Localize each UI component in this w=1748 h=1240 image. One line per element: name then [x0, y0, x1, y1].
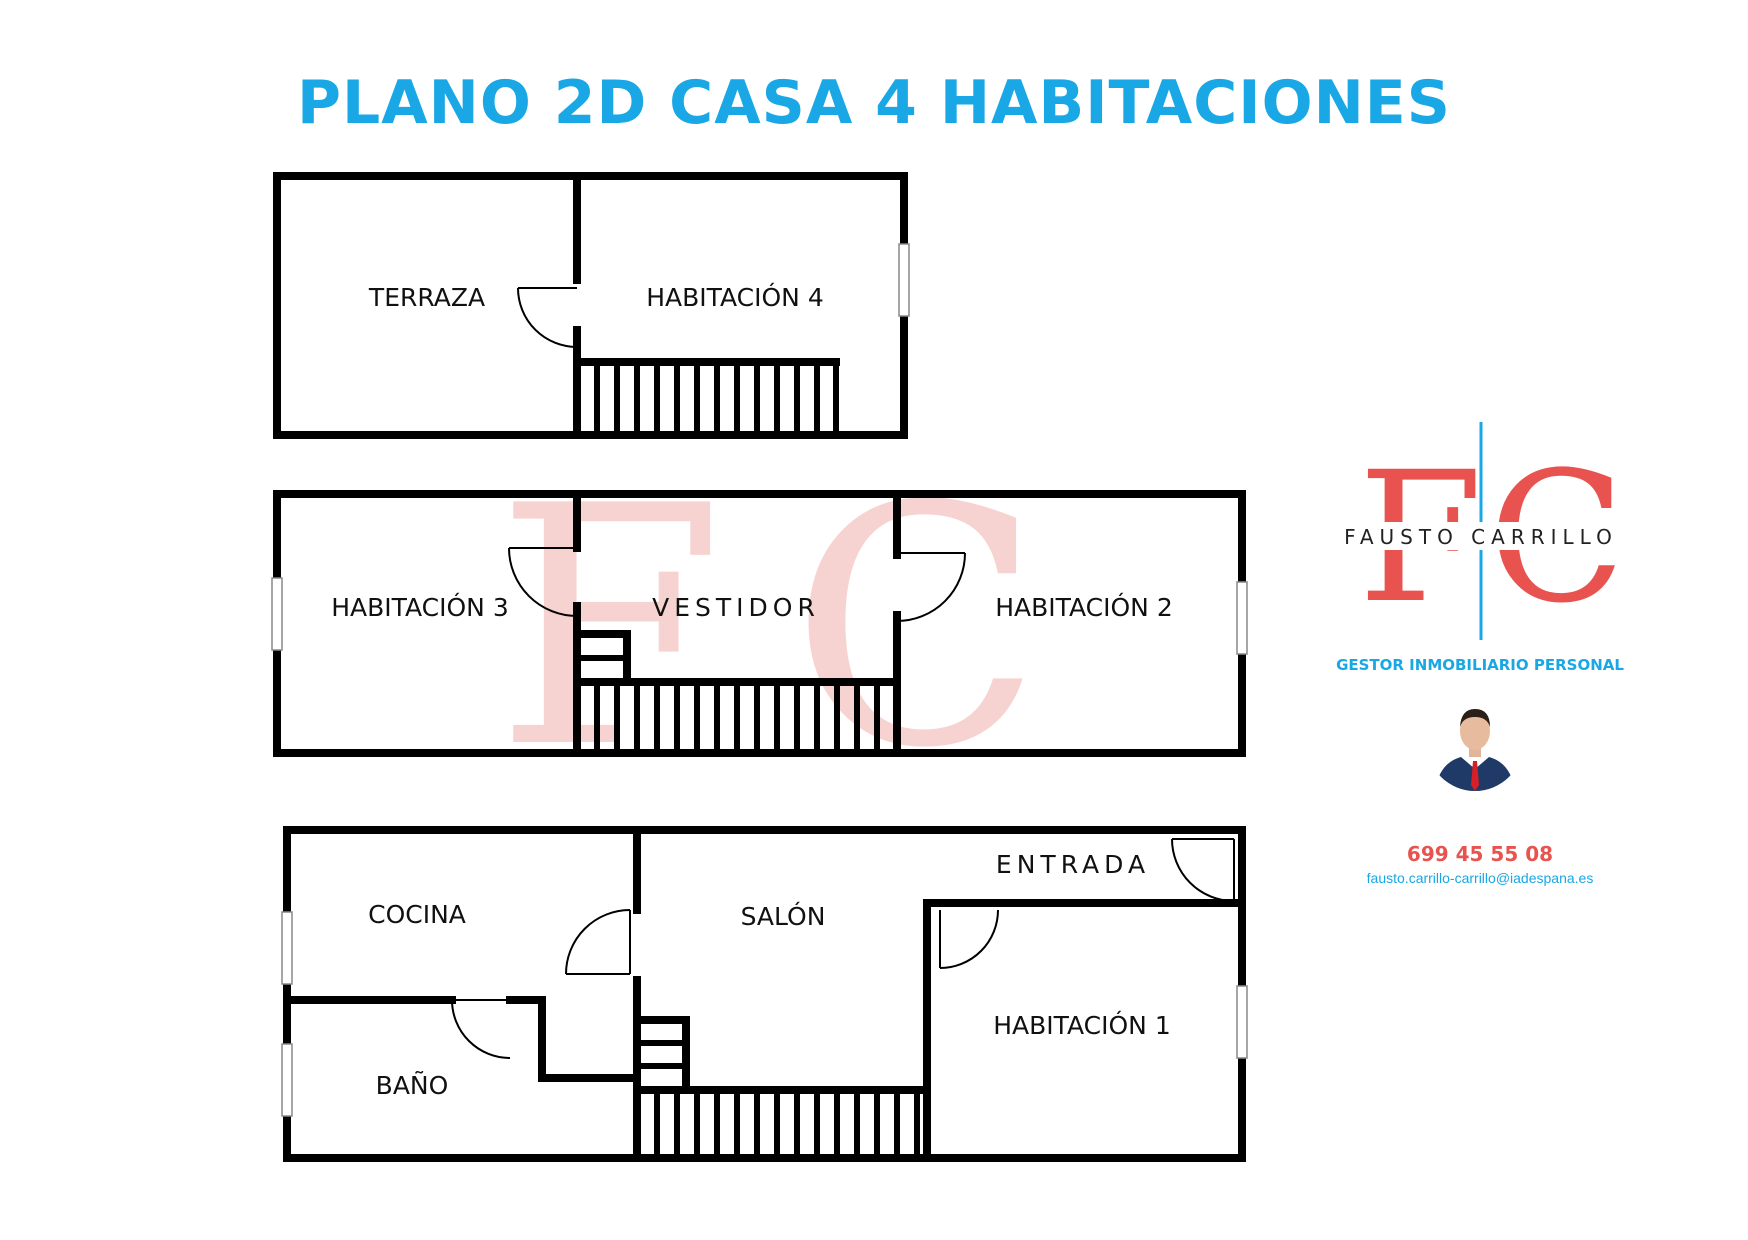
agent-photo [1427, 695, 1523, 791]
door-terraza [517, 287, 578, 348]
window [281, 1043, 293, 1117]
door-cocina [565, 909, 631, 975]
top-stairs [594, 359, 839, 438]
room-label-terraza: TERRAZA [368, 283, 485, 312]
room-label-salon: SALÓN [741, 901, 826, 931]
room-label-habitacion1: HABITACIÓN 1 [993, 1010, 1170, 1040]
door-habitacion1 [939, 909, 999, 969]
room-label-habitacion4: HABITACIÓN 4 [646, 282, 823, 312]
room-label-habitacion3: HABITACIÓN 3 [331, 592, 508, 622]
room-label-bano: BAÑO [376, 1070, 449, 1100]
room-label-entrada: ENTRADA [996, 850, 1150, 879]
window [898, 243, 910, 317]
window [1236, 985, 1248, 1059]
room-label-cocina: COCINA [368, 900, 466, 929]
agent-phone: 699 45 55 08 [1406, 842, 1554, 866]
room-label-vestidor: VESTIDOR [652, 593, 820, 622]
brand-tagline: GESTOR INMOBILIARIO PERSONAL [1336, 656, 1624, 674]
door-bano [451, 999, 511, 1059]
door-habitacion2 [896, 552, 966, 622]
door-habitacion3 [508, 547, 578, 617]
door-entrada [1171, 838, 1235, 902]
window [271, 577, 283, 651]
window [1236, 581, 1248, 655]
brand-logo: F C FAUSTO CARRILLO [1336, 422, 1626, 643]
doors [451, 287, 1235, 1059]
window [281, 911, 293, 985]
bottom-stairs [634, 1040, 920, 1161]
room-label-habitacion2: HABITACIÓN 2 [995, 592, 1172, 622]
page-title: PLANO 2D CASA 4 HABITACIONES [296, 68, 1452, 138]
bottom-floor [283, 826, 1246, 1162]
brand-name: FAUSTO CARRILLO [1344, 525, 1618, 549]
windows [271, 243, 1248, 1117]
agent-email: fausto.carrillo-carrillo@iadespana.es [1366, 870, 1594, 886]
middle-stairs [574, 655, 880, 756]
